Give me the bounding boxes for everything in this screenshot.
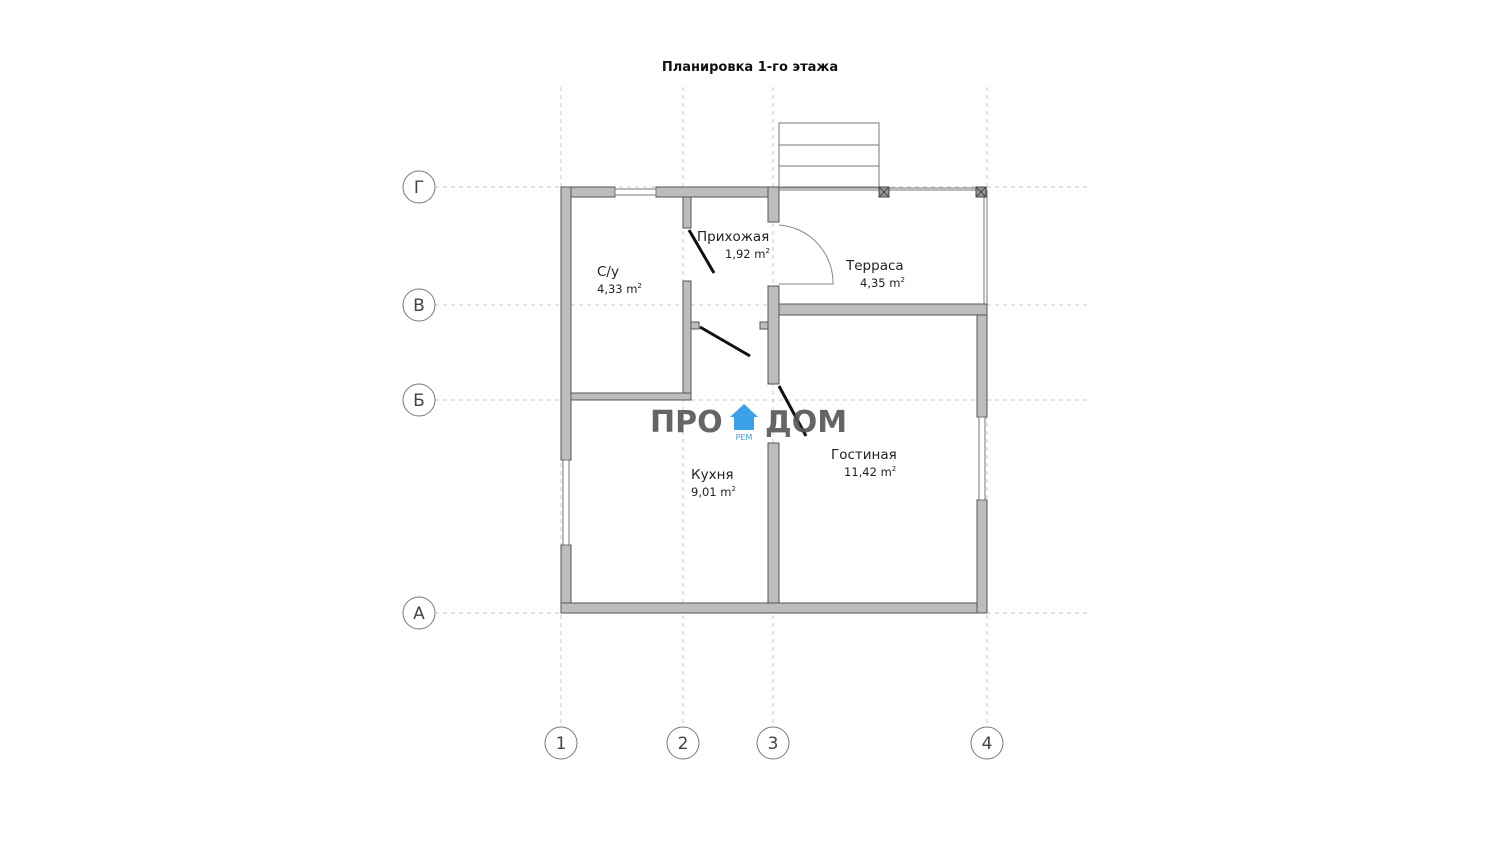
axis-marker-1: 1	[544, 726, 578, 760]
svg-text:1,92 m2: 1,92 m2	[725, 247, 770, 261]
svg-text:С/у: С/у	[597, 264, 619, 280]
axis-marker-4: 4	[970, 726, 1004, 760]
svg-text:Терраса: Терраса	[845, 258, 904, 274]
svg-text:Прихожая: Прихожая	[697, 229, 769, 245]
door-entrance	[778, 224, 834, 285]
svg-text:ПРО: ПРО	[650, 405, 723, 440]
svg-text:9,01 m2: 9,01 m2	[691, 485, 736, 499]
axis-label: Г	[414, 178, 424, 198]
svg-text:Гостиная: Гостиная	[831, 447, 897, 463]
svg-text:ДОМ: ДОМ	[765, 405, 847, 440]
svg-text:РЕМ: РЕМ	[736, 433, 753, 442]
svg-text:4,35 m2: 4,35 m2	[860, 276, 905, 290]
axis-label: 3	[768, 734, 779, 754]
axis-marker-a: А	[402, 596, 436, 630]
axis-marker-b: Б	[402, 383, 436, 417]
column-icon	[975, 186, 987, 198]
axis-label: Б	[413, 391, 425, 411]
axis-marker-g: Г	[402, 170, 436, 204]
watermark-logo: ПРО РЕМ ДОМ	[650, 404, 847, 442]
axis-label: А	[413, 604, 425, 624]
svg-text:Кухня: Кухня	[691, 467, 734, 483]
axis-label: В	[413, 296, 425, 316]
axis-marker-v: В	[402, 288, 436, 322]
room-terrace: Терраса 4,35 m2	[845, 258, 905, 290]
door-living-room	[777, 385, 808, 437]
room-living-room: Гостиная 11,42 m2	[831, 447, 897, 479]
axis-marker-3: 3	[756, 726, 790, 760]
plan-title: Планировка 1-го этажа	[661, 60, 839, 75]
axis-label: 4	[982, 734, 993, 754]
room-bathroom: С/у 4,33 m2	[597, 264, 642, 296]
windows	[562, 188, 986, 546]
room-kitchen: Кухня 9,01 m2	[691, 467, 736, 499]
terrace-stairs	[778, 122, 880, 188]
door-bathroom	[687, 229, 716, 274]
column-icon	[878, 186, 890, 198]
axis-marker-2: 2	[666, 726, 700, 760]
svg-text:4,33 m2: 4,33 m2	[597, 282, 642, 296]
svg-text:11,42 m2: 11,42 m2	[844, 465, 896, 479]
house-icon	[730, 404, 758, 430]
axis-label: 1	[556, 734, 567, 754]
grid-lines	[435, 87, 1090, 727]
room-hallway: Прихожая 1,92 m2	[697, 229, 770, 261]
door-hallway	[699, 325, 751, 358]
axis-label: 2	[678, 734, 689, 754]
